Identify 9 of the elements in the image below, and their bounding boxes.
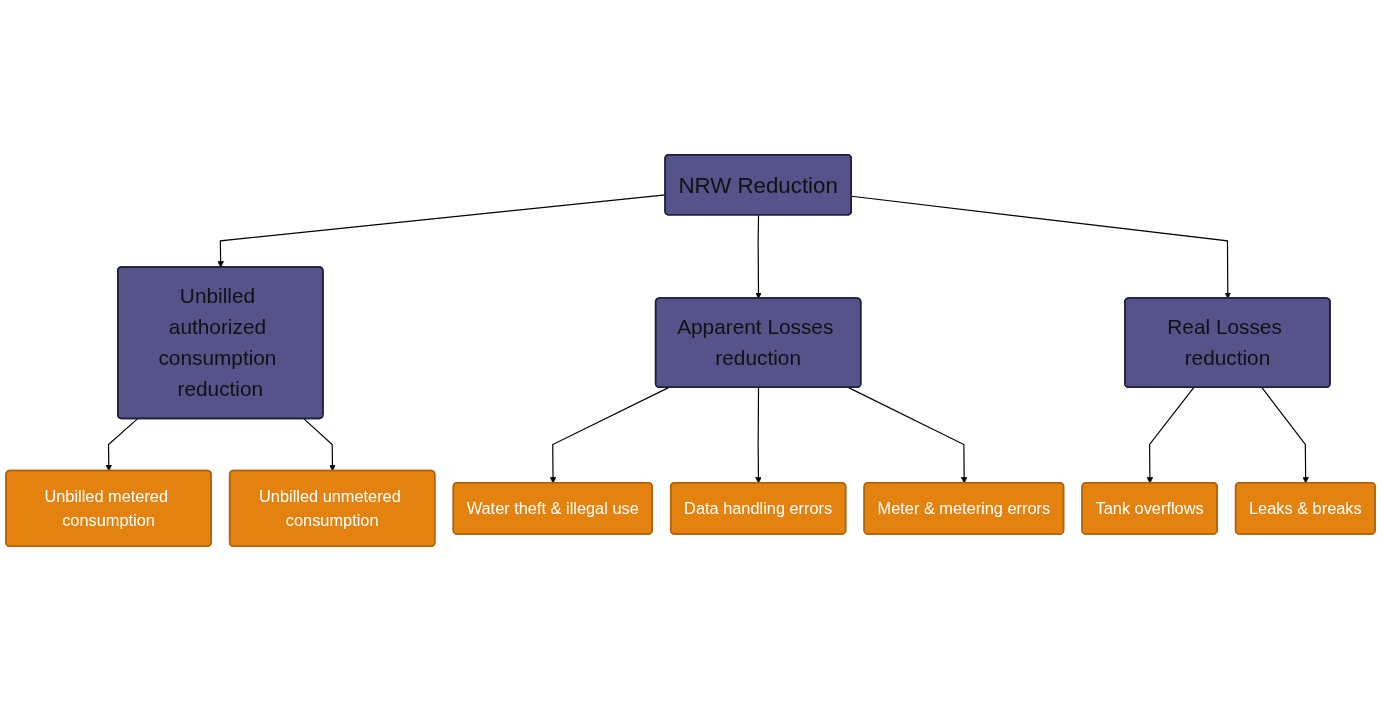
arrow bbox=[851, 195, 1232, 299]
arrow bbox=[303, 418, 336, 472]
arrow bbox=[549, 387, 670, 484]
arrow bbox=[1146, 387, 1195, 484]
arrow bbox=[755, 387, 762, 484]
arrow bbox=[1261, 387, 1309, 484]
arrow bbox=[755, 214, 762, 299]
arrow bbox=[848, 387, 968, 484]
arrow bbox=[105, 418, 139, 472]
